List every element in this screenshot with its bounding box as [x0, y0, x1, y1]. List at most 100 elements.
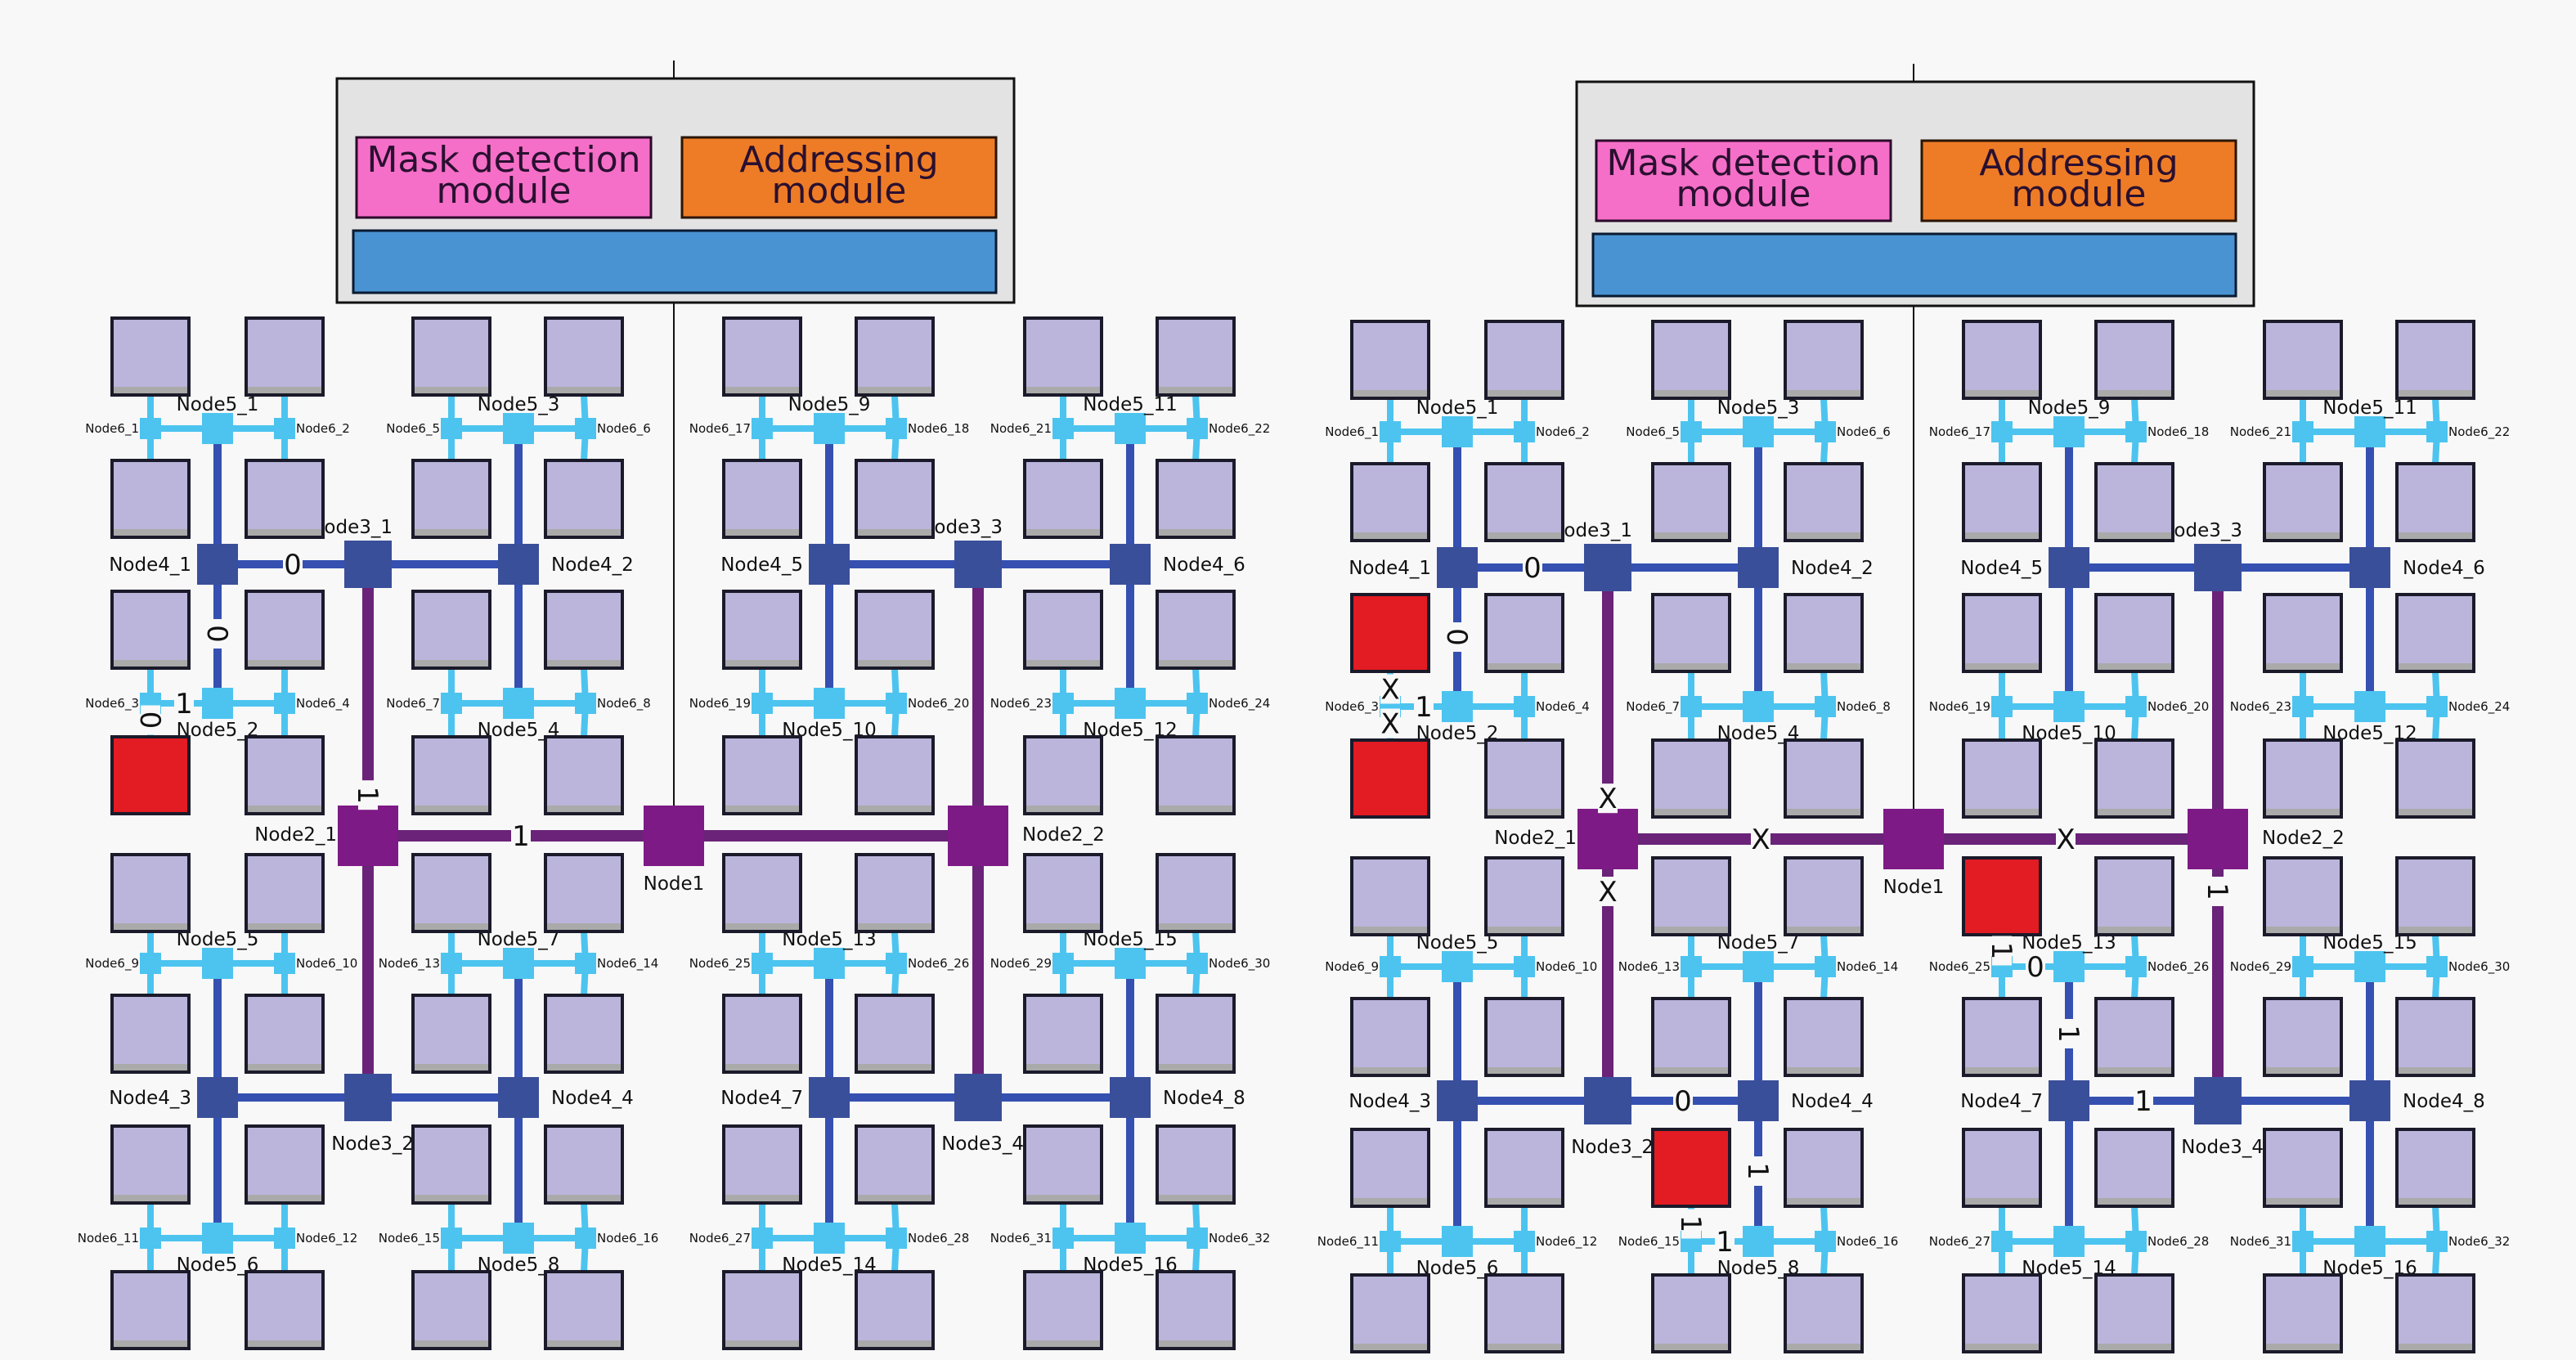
mark-bg	[1748, 1156, 1768, 1186]
pe-box	[1962, 1273, 2042, 1353]
router-node	[2049, 1080, 2089, 1121]
pe-shadow	[1787, 390, 1860, 397]
pe-box	[855, 316, 935, 397]
router-node	[2053, 951, 2085, 982]
router-node	[2125, 956, 2147, 977]
pe-shadow	[725, 1340, 799, 1347]
mark-bg	[208, 619, 227, 649]
node-5-7: Node5_7	[1717, 932, 1799, 982]
node-label: Node4_4	[1791, 1091, 1874, 1112]
router-node	[1187, 953, 1208, 974]
router-node	[1052, 953, 1074, 974]
pe	[1962, 1273, 2042, 1353]
pe-box	[1156, 853, 1236, 933]
router-node	[441, 693, 462, 714]
node-6-5: Node6_5	[386, 418, 462, 439]
node-4-8: Node4_8	[2349, 1080, 2485, 1121]
pe-box	[2263, 462, 2343, 542]
pe-box	[2395, 320, 2475, 400]
pe-shadow	[547, 660, 621, 667]
node-label: Node4_5	[720, 554, 803, 576]
pe-box	[110, 316, 191, 397]
node-5-4: Node5_4	[1717, 691, 1799, 744]
router-node	[1991, 1231, 2013, 1252]
pe	[1784, 593, 1864, 673]
node-5-6: Node5_6	[1416, 1226, 1498, 1279]
pe-box	[2263, 1128, 2343, 1208]
mask-detection-module-label: Mask detection	[366, 139, 640, 181]
node-label: Node6_16	[597, 1231, 658, 1246]
router-node	[2349, 1080, 2390, 1121]
route-bit-mark: 0	[1673, 1085, 1693, 1118]
node-label: Node6_29	[2230, 959, 2291, 975]
node-5-3: Node5_3	[478, 394, 559, 444]
router-node	[1380, 956, 1401, 977]
router-node	[140, 418, 161, 439]
node-4-7: Node4_7	[1960, 1080, 2089, 1121]
pe-shadow	[547, 387, 621, 393]
pe-shadow	[725, 1064, 799, 1070]
addressing-module-label: Addressing	[739, 139, 938, 181]
pe-box	[110, 1124, 191, 1205]
pe-shadow	[1353, 1067, 1427, 1074]
pe-box	[1023, 459, 1103, 539]
node-label: Node4_1	[109, 554, 191, 576]
router-node	[1380, 421, 1401, 442]
node-label: Node6_31	[2230, 1234, 2291, 1250]
router-node	[441, 953, 462, 974]
pe-box	[1651, 593, 1731, 673]
pe-shadow	[1488, 663, 1561, 670]
router-node	[1437, 547, 1478, 588]
pe-shadow	[2098, 809, 2171, 815]
node-6-7: Node6_7	[1626, 696, 1702, 717]
pe-shadow	[1787, 1067, 1860, 1074]
pe-box	[1484, 997, 1564, 1077]
pe-shadow	[415, 660, 488, 667]
pe-box	[1023, 590, 1103, 670]
node-label: Node4_4	[551, 1088, 634, 1109]
mark-bg	[1715, 1227, 1735, 1256]
node-label: Node6_7	[386, 696, 440, 711]
route-bit-mark: 1	[1674, 1209, 1707, 1239]
node-6-20: Node6_20	[2125, 696, 2209, 717]
node-6-8: Node6_8	[1815, 696, 1891, 717]
addressing-module-label: module	[772, 170, 907, 212]
pe-shadow	[2399, 390, 2472, 397]
node-6-13: Node6_13	[1618, 956, 1702, 977]
pe	[110, 459, 191, 539]
node-label: Node6_6	[597, 421, 651, 437]
router-node	[1187, 693, 1208, 714]
pe-box	[2094, 593, 2174, 673]
pe	[110, 1270, 191, 1350]
router-node	[274, 418, 295, 439]
pe	[1784, 1128, 1864, 1208]
node-3-2: Node3_2	[331, 1074, 414, 1155]
router-node	[2426, 421, 2448, 442]
pe-box	[411, 590, 491, 670]
router-node	[752, 1228, 773, 1249]
node-label: Node6_6	[1837, 424, 1891, 440]
node-2-1: Node2_1	[1494, 809, 1638, 869]
node-label: Node6_19	[1929, 699, 1990, 715]
router-node	[752, 693, 773, 714]
node-label: Node5_3	[1717, 397, 1800, 419]
router-node	[197, 544, 238, 585]
pe-box	[2263, 738, 2343, 819]
pe-shadow	[415, 1195, 488, 1201]
route-bit-mark: 1	[2201, 877, 2233, 906]
router-node	[274, 953, 295, 974]
pe	[722, 316, 802, 397]
pe	[245, 590, 325, 670]
node-label: Node4_3	[1349, 1091, 1431, 1112]
mark-bg	[1447, 622, 1467, 652]
pe-box	[1156, 459, 1236, 539]
route-bit-label: 1	[2134, 1085, 2152, 1118]
router-node	[1883, 809, 1944, 869]
node-label: Node6_20	[2147, 699, 2209, 715]
node-label: Node6_23	[990, 696, 1052, 711]
pe-shadow	[858, 660, 931, 667]
pe	[411, 994, 491, 1074]
pe	[1651, 593, 1731, 673]
node-5-16: Node5_16	[1083, 1223, 1178, 1276]
pe-box	[722, 459, 802, 539]
